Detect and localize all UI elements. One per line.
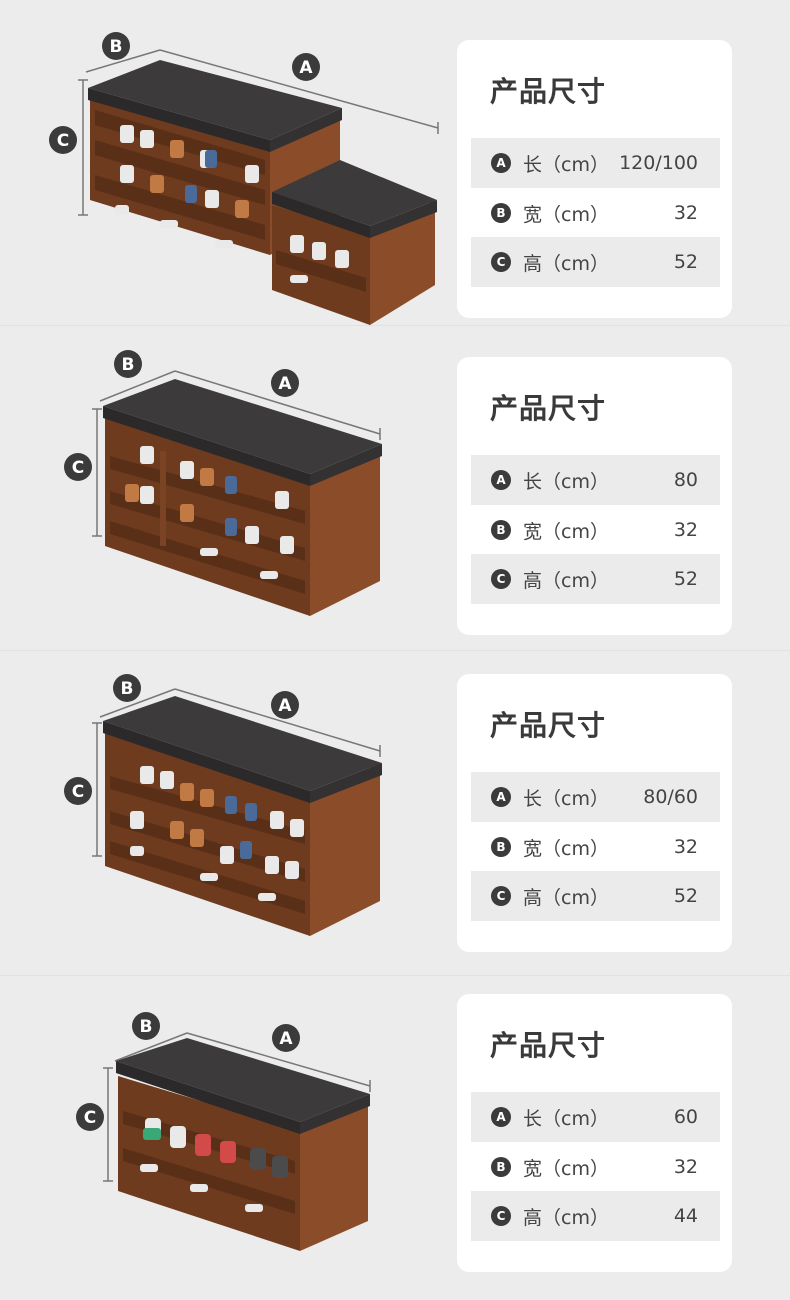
badge-b: B [491, 1157, 511, 1177]
shoe-bench-60-illustration: A B C [76, 1012, 371, 1251]
badge-b: B [491, 520, 511, 540]
product-image-4: A B C [0, 976, 450, 1300]
width-value: 32 [673, 519, 698, 541]
spec-section-3: A B C 产品尺寸 A 长（cm） 80/60 B 宽（cm） 32 C 高（… [0, 650, 790, 975]
width-row: B 宽（cm） 32 [471, 1142, 720, 1192]
height-value: 52 [673, 885, 698, 907]
width-value: 32 [673, 202, 698, 224]
height-row: C 高（cm） 52 [471, 871, 720, 921]
shoe-bench-80-illustration: A B C [64, 350, 382, 616]
length-label: 长（cm） [523, 470, 609, 493]
spec-section-2: A B C 产品尺寸 A 长（cm） 80 B 宽（cm） 32 C 高（cm） [0, 325, 790, 650]
spec-section-4: A B C 产品尺寸 A 长（cm） 60 B 宽（cm） 32 C 高（cm） [0, 975, 790, 1300]
length-row: A 长（cm） 60 [471, 1092, 720, 1142]
length-label: 长（cm） [523, 153, 609, 176]
svg-text:C: C [84, 1108, 96, 1128]
marker-c: C [49, 126, 77, 154]
height-label: 高（cm） [523, 886, 609, 909]
badge-c: C [491, 569, 511, 589]
spec-card-4: 产品尺寸 A 长（cm） 60 B 宽（cm） 32 C 高（cm） 44 [457, 994, 732, 1272]
svg-text:C: C [72, 782, 84, 802]
marker-a: A [292, 53, 320, 81]
height-label: 高（cm） [523, 1206, 609, 1229]
shoe-bench-large-with-stool-illustration: A B C [49, 32, 439, 325]
svg-text:B: B [122, 355, 135, 375]
marker-a: A [272, 1024, 300, 1052]
product-image-3: A B C [0, 651, 450, 976]
width-label: 宽（cm） [523, 837, 609, 860]
badge-a: A [491, 1107, 511, 1127]
width-row: B 宽（cm） 32 [471, 822, 720, 872]
svg-text:C: C [72, 458, 84, 478]
shoe-bench-80-60-illustration: A B C [64, 674, 382, 936]
height-value: 52 [673, 251, 698, 273]
svg-text:A: A [279, 1029, 293, 1049]
marker-b: B [102, 32, 130, 60]
svg-text:B: B [110, 37, 123, 57]
marker-b: B [132, 1012, 160, 1040]
width-row: B 宽（cm） 32 [471, 188, 720, 238]
badge-c: C [491, 1206, 511, 1226]
badge-b: B [491, 837, 511, 857]
badge-a: A [491, 470, 511, 490]
card-title: 产品尺寸 [490, 75, 607, 108]
spec-section-1: A B C 产品尺寸 A 长（cm） 120/100 B 宽（cm） 32 C … [0, 0, 790, 325]
marker-c: C [76, 1103, 104, 1131]
height-value: 52 [673, 568, 698, 590]
marker-c: C [64, 777, 92, 805]
marker-b: B [114, 350, 142, 378]
svg-text:A: A [278, 374, 292, 394]
height-row: C 高（cm） 52 [471, 237, 720, 287]
badge-c: C [491, 252, 511, 272]
card-title: 产品尺寸 [490, 709, 607, 742]
length-label: 长（cm） [523, 787, 609, 810]
marker-b: B [113, 674, 141, 702]
svg-text:A: A [278, 696, 292, 716]
length-value: 80 [673, 469, 698, 491]
height-row: C 高（cm） 44 [471, 1191, 720, 1241]
product-image-1: A B C [0, 0, 450, 325]
length-value: 120/100 [619, 152, 698, 174]
length-row: A 长（cm） 80 [471, 455, 720, 505]
marker-a: A [271, 369, 299, 397]
badge-c: C [491, 886, 511, 906]
length-row: A 长（cm） 120/100 [471, 138, 720, 188]
badge-a: A [491, 153, 511, 173]
width-row: B 宽（cm） 32 [471, 505, 720, 555]
svg-text:A: A [299, 58, 313, 78]
width-value: 32 [673, 836, 698, 858]
height-value: 44 [673, 1205, 698, 1227]
badge-b: B [491, 203, 511, 223]
svg-text:B: B [140, 1017, 153, 1037]
length-value: 60 [673, 1106, 698, 1128]
width-value: 32 [673, 1156, 698, 1178]
svg-text:C: C [57, 131, 69, 151]
length-value: 80/60 [643, 786, 698, 808]
height-label: 高（cm） [523, 569, 609, 592]
spec-card-2: 产品尺寸 A 长（cm） 80 B 宽（cm） 32 C 高（cm） 52 [457, 357, 732, 635]
width-label: 宽（cm） [523, 1157, 609, 1180]
height-row: C 高（cm） 52 [471, 554, 720, 604]
spec-card-1: 产品尺寸 A 长（cm） 120/100 B 宽（cm） 32 C 高（cm） … [457, 40, 732, 318]
product-image-2: A B C [0, 326, 450, 651]
svg-text:B: B [121, 679, 134, 699]
card-title: 产品尺寸 [490, 1029, 607, 1062]
length-row: A 长（cm） 80/60 [471, 772, 720, 822]
spec-card-3: 产品尺寸 A 长（cm） 80/60 B 宽（cm） 32 C 高（cm） 52 [457, 674, 732, 952]
card-title: 产品尺寸 [490, 392, 607, 425]
badge-a: A [491, 787, 511, 807]
marker-a: A [271, 691, 299, 719]
height-label: 高（cm） [523, 252, 609, 275]
marker-c: C [64, 453, 92, 481]
width-label: 宽（cm） [523, 203, 609, 226]
width-label: 宽（cm） [523, 520, 609, 543]
length-label: 长（cm） [523, 1107, 609, 1130]
